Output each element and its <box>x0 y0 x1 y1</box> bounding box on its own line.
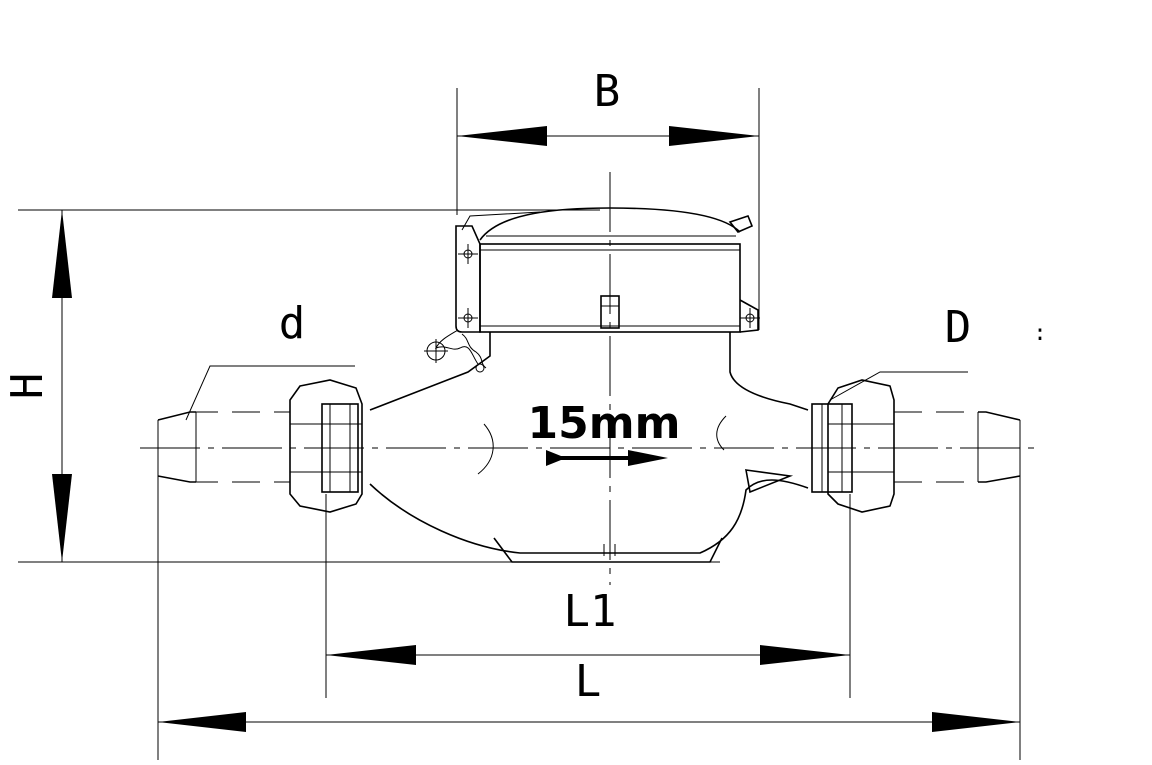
dimension-b-label: B <box>594 66 621 117</box>
body-upper-right <box>729 332 809 411</box>
register-cover <box>479 207 741 241</box>
inlet-tail-end-bottom <box>157 475 196 483</box>
dimension-l: L <box>157 420 1021 760</box>
body-upper-left <box>369 332 491 411</box>
outlet-thread <box>811 403 853 493</box>
body-arc-left <box>477 423 494 475</box>
register-body <box>479 243 741 333</box>
outlet-diameter-label: D <box>945 302 972 353</box>
meter-body <box>369 332 809 563</box>
dimension-l1: L1 <box>325 494 851 698</box>
inlet-nut <box>289 379 363 513</box>
dimension-l1-label: L1 <box>564 586 617 637</box>
seal-wire-path-2 <box>461 333 487 369</box>
inlet-thread <box>321 403 359 493</box>
seal-wire <box>424 329 487 373</box>
d-large-leader <box>829 371 968 401</box>
seal-wire-path <box>434 329 479 365</box>
inlet-diameter-label: d <box>279 298 306 349</box>
register-housing <box>455 207 760 333</box>
nominal-size-label: 15mm <box>528 398 681 449</box>
dimension-h: H <box>2 209 720 563</box>
dimension-b: B <box>456 66 760 330</box>
body-fin <box>745 469 794 494</box>
h-arrow-top <box>52 210 72 298</box>
dimension-l-label: L <box>575 656 602 707</box>
l-arrow-left <box>158 712 246 732</box>
lid-tab <box>728 215 754 233</box>
register-latch <box>600 295 620 329</box>
outlet-tail-end-bottom <box>978 475 1021 483</box>
d-leader <box>185 365 355 421</box>
b-arrow-left <box>457 126 547 146</box>
inlet-tail-end-top <box>157 411 196 421</box>
outlet-connection <box>811 371 1021 513</box>
b-arrow-right <box>669 126 759 146</box>
h-arrow-bottom <box>52 474 72 562</box>
body-base <box>493 537 723 563</box>
arrow-right-icon <box>546 450 668 466</box>
body-arc-right <box>716 415 727 451</box>
right-lug <box>739 299 759 333</box>
left-bracket-top <box>461 211 541 231</box>
screw-marks <box>458 244 760 328</box>
l-arrow-right <box>932 712 1020 732</box>
body-lower <box>369 479 809 554</box>
inlet-connection <box>157 365 363 513</box>
outlet-nut <box>827 379 895 513</box>
outlet-tail-end-top <box>978 411 1021 421</box>
dimension-h-label: H <box>2 373 53 400</box>
l1-arrow-left <box>326 645 416 665</box>
stray-mark: : <box>1033 321 1046 346</box>
l1-arrow-right <box>760 645 850 665</box>
